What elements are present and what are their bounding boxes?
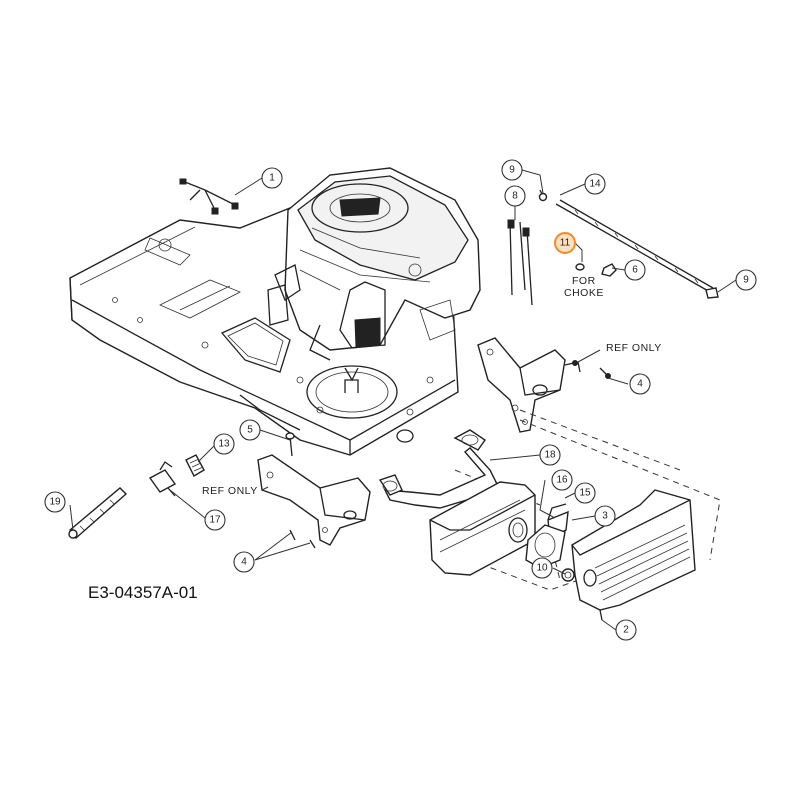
svg-text:2: 2: [623, 625, 629, 636]
callout-4-right: 4: [629, 373, 651, 395]
svg-text:4: 4: [637, 379, 643, 390]
note-ref-only-right: REF ONLY: [606, 342, 662, 354]
svg-text:9: 9: [743, 275, 749, 286]
wire-harness: [179, 178, 239, 215]
right-mounting-bracket: [477, 337, 611, 433]
svg-text:9: 9: [509, 165, 515, 176]
callout-18: 18: [539, 444, 561, 466]
callout-10: 10: [531, 557, 553, 579]
callout-8: 8: [504, 185, 526, 207]
callout-1: 1: [261, 167, 283, 189]
callout-4-left: 4: [233, 551, 255, 573]
callout-11-highlighted: 11: [554, 232, 576, 254]
svg-text:19: 19: [49, 497, 61, 508]
callout-15: 15: [574, 482, 596, 504]
callout-19: 19: [44, 491, 66, 513]
engine-block: [267, 167, 481, 382]
callout-5: 5: [239, 419, 261, 441]
callout-9-top: 9: [501, 159, 523, 181]
svg-text:11: 11: [560, 238, 571, 249]
svg-text:15: 15: [579, 488, 591, 499]
callout-9-right: 9: [735, 269, 757, 291]
svg-text:3: 3: [602, 511, 608, 522]
callout-16: 16: [551, 469, 573, 491]
drawing-number: E3-04357A-01: [88, 583, 198, 602]
svg-text:17: 17: [209, 515, 221, 526]
callout-6: 6: [624, 259, 646, 281]
svg-text:18: 18: [544, 450, 556, 461]
svg-text:14: 14: [589, 179, 601, 190]
callout-2: 2: [615, 619, 637, 641]
note-for-choke-line1: FOR: [572, 275, 596, 287]
callout-14: 14: [584, 173, 606, 195]
note-ref-only-left: REF ONLY: [202, 485, 258, 497]
callout-13: 13: [213, 433, 235, 455]
svg-text:1: 1: [269, 173, 275, 184]
svg-text:5: 5: [247, 425, 253, 436]
callout-3: 3: [594, 505, 616, 527]
svg-text:4: 4: [241, 557, 247, 568]
choke-cables: [507, 189, 719, 306]
callout-17: 17: [204, 509, 226, 531]
svg-text:10: 10: [536, 563, 548, 574]
exhaust-assembly: [378, 429, 696, 621]
leader-lines: [69, 169, 737, 631]
left-mounting-bracket: [257, 454, 371, 549]
svg-text:6: 6: [632, 265, 638, 276]
svg-text:8: 8: [512, 191, 518, 202]
note-for-choke-line2: CHOKE: [564, 287, 604, 299]
loose-hardware: [68, 432, 295, 540]
svg-text:13: 13: [218, 439, 230, 450]
svg-text:16: 16: [556, 475, 568, 486]
